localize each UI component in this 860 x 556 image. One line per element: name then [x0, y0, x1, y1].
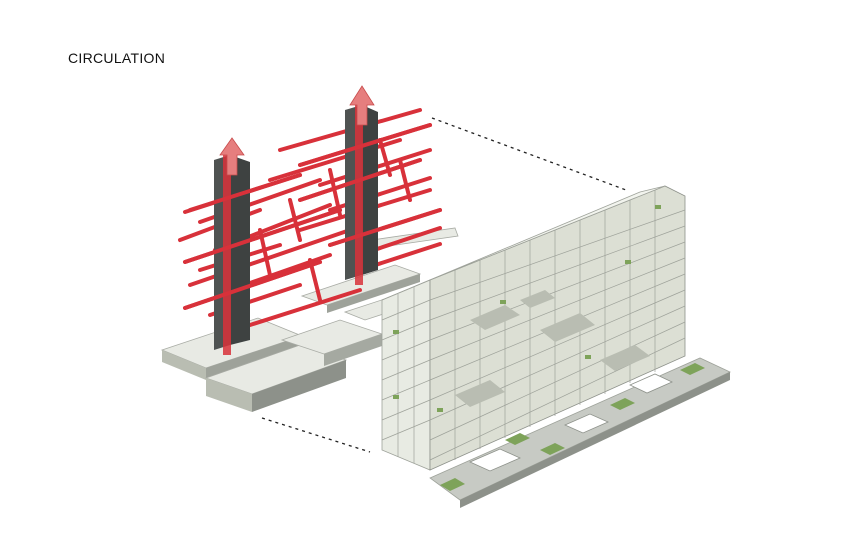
leader-lines	[261, 117, 627, 453]
circulation-core	[345, 100, 378, 285]
building-mass	[381, 185, 731, 508]
circulation-overlay	[183, 123, 442, 310]
facade-greenery	[393, 205, 661, 412]
diagram-title: CIRCULATION	[68, 50, 166, 66]
leader-line-bottom	[261, 417, 371, 453]
greenery	[440, 363, 705, 491]
circulation-core	[214, 150, 250, 355]
up-arrow-icon	[219, 137, 245, 176]
up-arrow-icon	[349, 85, 375, 126]
leader-line-top	[431, 117, 627, 191]
